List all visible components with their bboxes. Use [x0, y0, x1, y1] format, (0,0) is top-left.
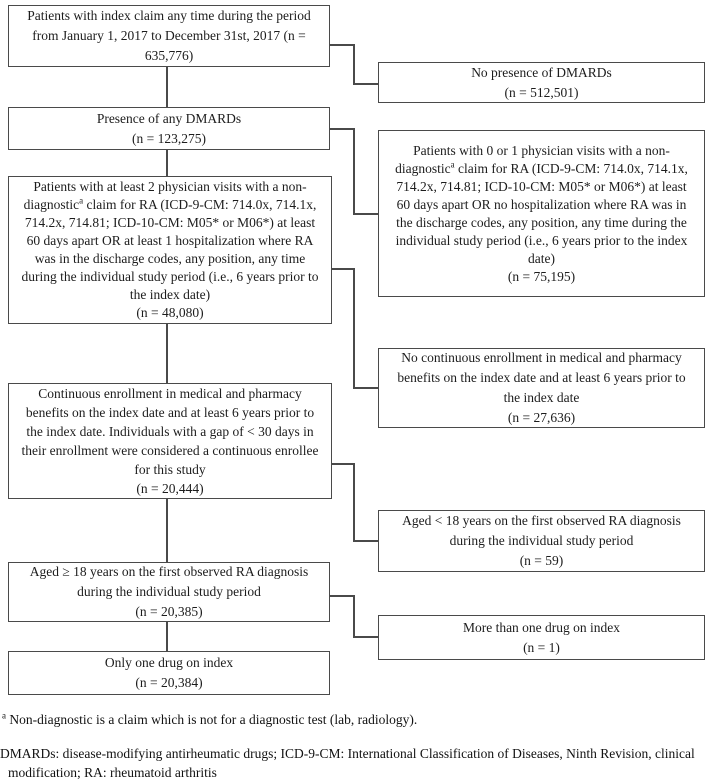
line-segment — [353, 83, 378, 85]
line-segment — [353, 387, 378, 389]
flow-box-ra-claim-criteria: Patients with at least 2 physician visit… — [8, 176, 332, 324]
line-segment — [332, 463, 355, 465]
superscript-a: a — [79, 195, 84, 206]
line-segment — [332, 268, 355, 270]
box-text: Only one drug on index — [104, 655, 234, 670]
box-count: (n = 123,275) — [132, 130, 206, 146]
flow-box-insufficient-ra-claims: Patients with 0 or 1 physician visits wi… — [378, 130, 705, 297]
line-segment — [330, 44, 355, 46]
flow-box-dmards-presence: Presence of any DMARDs (n = 123,275) — [8, 107, 330, 150]
box-text: claim for RA (ICD-9-CM: 714.0x, 714.1x, … — [395, 160, 688, 266]
superscript-a: a — [2, 710, 6, 721]
line-segment — [353, 636, 378, 638]
flow-box-text: Aged ≥ 18 years on the first observed RA… — [19, 562, 319, 622]
flow-box-text: Patients with 0 or 1 physician visits wi… — [389, 142, 694, 286]
connector-down-3 — [166, 324, 168, 383]
flow-box-continuous-enrollment: Continuous enrollment in medical and pha… — [8, 383, 332, 499]
box-count: (n = 75,195) — [507, 268, 576, 284]
line-segment — [353, 128, 355, 215]
box-count: (n = 20,444) — [136, 481, 204, 496]
footnote-text: DMARDs: disease-modifying antirheumatic … — [0, 746, 695, 780]
flow-box-text: Patients with index claim any time durin… — [19, 6, 319, 66]
footnote-text: Non-diagnostic is a claim which is not f… — [6, 712, 418, 727]
flow-box-no-dmards: No presence of DMARDs (n = 512,501) — [378, 62, 705, 103]
line-segment — [353, 463, 355, 542]
footnote-abbreviations: DMARDs: disease-modifying antirheumatic … — [0, 744, 706, 780]
box-text: Patients with at least 2 physician visit… — [23, 179, 307, 212]
box-count: (n = 20,385) — [135, 604, 203, 619]
box-text: No continuous enrollment in medical and … — [397, 350, 686, 405]
flow-box-text: Patients with at least 2 physician visit… — [19, 178, 321, 322]
box-count: (n = 27,636) — [507, 410, 576, 425]
flow-box-one-drug: Only one drug on index (n = 20,384) — [8, 651, 330, 695]
box-text: claim for RA (ICD-9-CM: 714.0x, 714.1x, … — [21, 197, 319, 302]
box-count: (n = 48,080) — [136, 305, 204, 320]
connector-down-2 — [166, 150, 168, 176]
line-segment — [353, 595, 355, 638]
connector-down-5 — [166, 622, 168, 651]
box-count: (n = 1) — [523, 639, 560, 655]
box-text: No presence of DMARDs — [471, 64, 612, 80]
line-segment — [353, 540, 378, 542]
flow-box-text: Aged < 18 years on the first observed RA… — [389, 511, 694, 571]
flow-box-multiple-drugs: More than one drug on index (n = 1) — [378, 615, 705, 660]
box-count: (n = 59) — [519, 553, 564, 568]
box-text: More than one drug on index — [462, 619, 621, 635]
line-segment — [330, 595, 355, 597]
box-text: Patients with 0 or 1 physician visits wi… — [395, 142, 670, 176]
footnote-a: a Non-diagnostic is a claim which is not… — [2, 710, 692, 729]
line-segment — [353, 268, 355, 389]
line-segment — [330, 128, 355, 130]
line-segment — [353, 44, 355, 85]
flow-box-age-exclusion: Aged < 18 years on the first observed RA… — [378, 510, 705, 572]
box-count: (n = 512,501) — [504, 84, 579, 100]
flow-box-index-claim: Patients with index claim any time durin… — [8, 5, 330, 67]
flow-box-text: More than one drug on index (n = 1) — [389, 618, 694, 658]
box-text: Continuous enrollment in medical and pha… — [21, 386, 319, 477]
box-text: Presence of any DMARDs — [96, 110, 242, 126]
box-text: Aged ≥ 18 years on the first observed RA… — [29, 564, 309, 599]
connector-down-1 — [166, 67, 168, 107]
box-text: Aged < 18 years on the first observed RA… — [402, 513, 681, 548]
flow-box-text: No presence of DMARDs (n = 512,501) — [389, 63, 694, 103]
flow-box-text: Only one drug on index (n = 20,384) — [19, 653, 319, 693]
box-count: (n = 20,384) — [135, 675, 203, 690]
flow-box-no-continuous-enrollment: No continuous enrollment in medical and … — [378, 348, 705, 428]
flow-box-text: Presence of any DMARDs (n = 123,275) — [19, 109, 319, 149]
flow-box-age-inclusion: Aged ≥ 18 years on the first observed RA… — [8, 562, 330, 622]
connector-down-4 — [166, 499, 168, 562]
line-segment — [353, 213, 378, 215]
box-text: Patients with index claim any time durin… — [27, 8, 311, 63]
superscript-a: a — [450, 159, 455, 169]
flow-box-text: Continuous enrollment in medical and pha… — [19, 384, 321, 498]
flow-box-text: No continuous enrollment in medical and … — [389, 348, 694, 428]
